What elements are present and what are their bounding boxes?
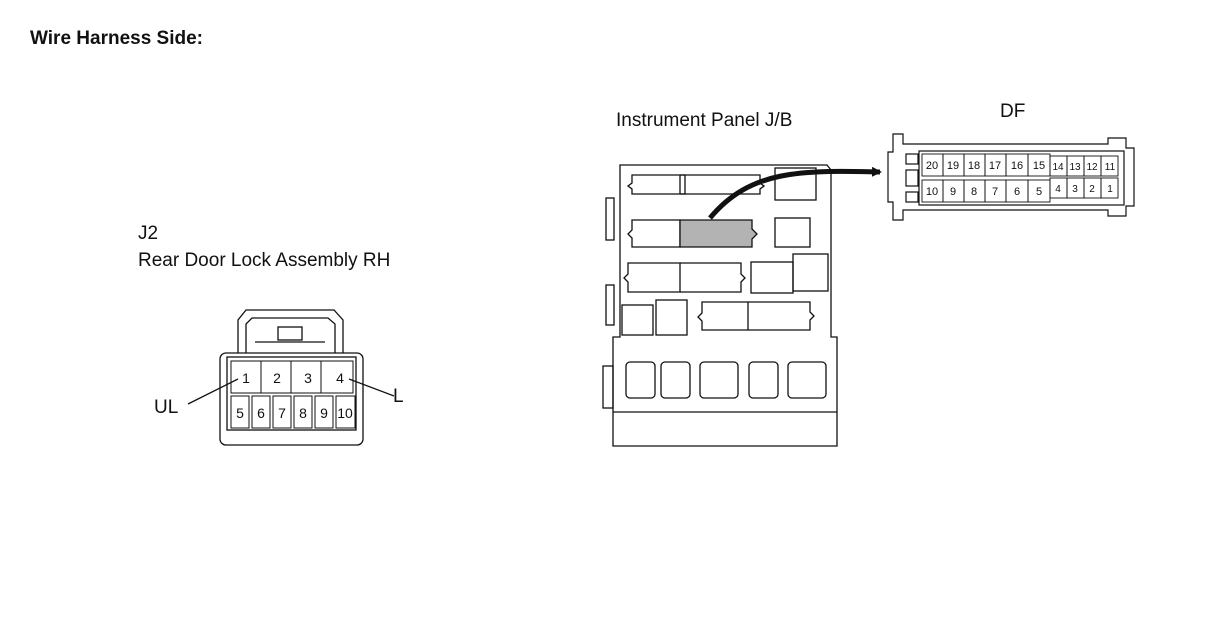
j2-name: Rear Door Lock Assembly RH	[138, 250, 390, 271]
j2-connector	[219, 309, 364, 446]
callout-l: L	[393, 386, 404, 407]
j2-pin: 7	[278, 405, 286, 421]
df-connector-highlight	[679, 219, 758, 248]
df-pin: 16	[1011, 160, 1023, 172]
jb-name: Instrument Panel J/B	[616, 110, 792, 131]
j2-pin: 6	[257, 405, 265, 421]
j2-pin: 8	[299, 405, 307, 421]
df-pin: 7	[992, 186, 998, 198]
callout-ul: UL	[154, 397, 178, 418]
df-pin: 13	[1069, 162, 1081, 173]
j2-pin-labels: 1 2 3 4 5 6 7 8 9 10	[236, 370, 353, 421]
df-pin: 9	[950, 186, 956, 198]
callout-line-l	[348, 378, 395, 397]
j2-pin: 10	[337, 405, 353, 421]
junction-block	[602, 164, 838, 447]
df-pin-grid	[921, 153, 1119, 203]
df-pin: 15	[1033, 160, 1045, 172]
df-pin: 14	[1052, 162, 1064, 173]
df-pin: 12	[1086, 162, 1098, 173]
df-pin: 2	[1089, 184, 1095, 195]
pointer-arrow	[708, 166, 882, 220]
j2-pin: 1	[242, 370, 250, 386]
j2-pin: 4	[336, 370, 344, 386]
j2-pin: 2	[273, 370, 281, 386]
j2-code: J2	[138, 223, 158, 244]
j2-pin-grid	[230, 360, 356, 429]
j2-pin: 3	[304, 370, 312, 386]
page-title: Wire Harness Side:	[30, 28, 203, 49]
df-pin: 19	[947, 160, 959, 172]
df-pin: 4	[1055, 184, 1061, 195]
df-pin-labels: 20 19 18 17 16 15 14 13 12 11 10 9 8 7 6…	[926, 160, 1116, 198]
callout-line-ul	[187, 378, 239, 405]
df-pin: 8	[971, 186, 977, 198]
df-pin: 6	[1014, 186, 1020, 198]
df-code: DF	[1000, 101, 1025, 122]
df-pin: 3	[1072, 184, 1078, 195]
j2-pin: 5	[236, 405, 244, 421]
df-connector	[887, 133, 1135, 221]
df-pin: 17	[989, 160, 1001, 172]
df-pin: 18	[968, 160, 980, 172]
df-pin: 1	[1107, 184, 1113, 195]
j2-pin: 9	[320, 405, 328, 421]
df-pin: 5	[1036, 186, 1042, 198]
df-pin: 20	[926, 160, 938, 172]
df-pin: 10	[926, 186, 938, 198]
df-pin: 11	[1105, 162, 1116, 173]
